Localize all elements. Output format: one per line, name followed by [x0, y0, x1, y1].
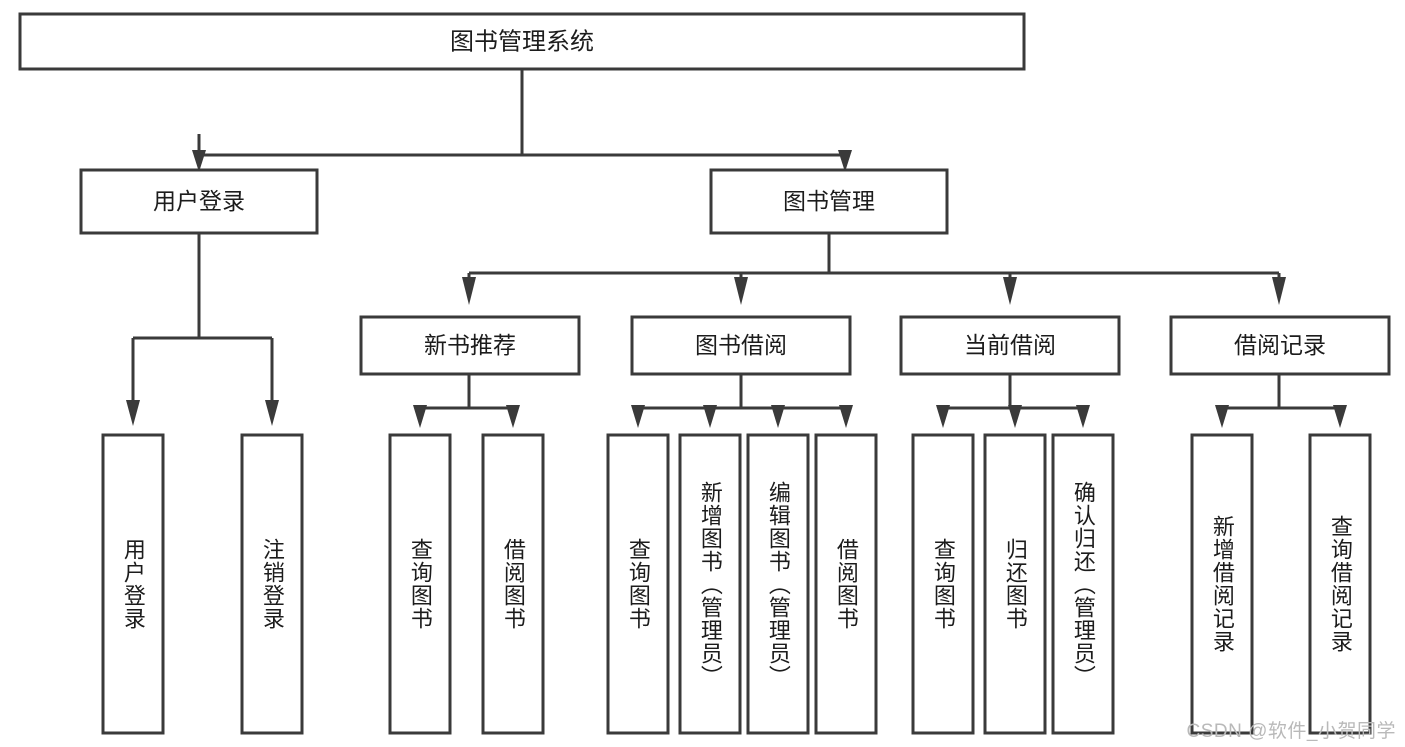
node-new-book-recommend[interactable]: 新书推荐 — [359, 315, 581, 376]
node-book-borrow-label: 图书借阅 — [695, 332, 787, 358]
node-current-borrow[interactable]: 当前借阅 — [899, 315, 1121, 376]
arrow-to-current-borrow — [1003, 273, 1017, 305]
node-leaf-borrow-book-1[interactable] — [481, 433, 545, 735]
connector-root-to-level2 — [197, 69, 847, 160]
connector-userlogin-to-leaves — [126, 233, 279, 426]
node-leaf-logout-login[interactable] — [240, 433, 304, 735]
arrow-to-book-borrow — [734, 273, 748, 305]
connector-newbook-to-leaves — [413, 374, 520, 428]
node-root-label: 图书管理系统 — [450, 28, 594, 55]
connector-borrowrecord-to-leaves — [1215, 374, 1347, 428]
connector-bookmanage-to-level3 — [469, 233, 1279, 275]
node-borrow-record-label: 借阅记录 — [1234, 332, 1326, 358]
arrow-root-to-user-login — [192, 150, 206, 172]
csdn-watermark: CSDN @软件_小贺同学 — [1186, 721, 1396, 742]
node-leaf-return-book[interactable] — [983, 433, 1047, 735]
node-leaf-query-book-2[interactable] — [606, 433, 670, 735]
node-leaf-user-login[interactable] — [101, 433, 165, 735]
node-root[interactable]: 图书管理系统 — [18, 12, 1026, 71]
node-book-manage-label: 图书管理 — [783, 188, 875, 214]
arrow-to-borrow-record — [1272, 273, 1286, 305]
node-leaf-query-book-3[interactable] — [911, 433, 975, 735]
node-borrow-record[interactable]: 借阅记录 — [1169, 315, 1391, 376]
node-leaf-add-book-admin[interactable] — [678, 433, 742, 735]
arrow-root-to-book-manage — [838, 150, 852, 172]
node-leaf-add-borrow-record[interactable] — [1190, 433, 1254, 735]
node-book-borrow[interactable]: 图书借阅 — [630, 315, 852, 376]
node-new-book-recommend-label: 新书推荐 — [424, 332, 516, 358]
node-user-login[interactable]: 用户登录 — [79, 168, 319, 235]
connector-bookborrow-to-leaves — [631, 374, 853, 428]
node-leaf-confirm-return-admin[interactable] — [1051, 433, 1115, 735]
node-user-login-label: 用户登录 — [153, 188, 245, 214]
node-leaf-query-book-1[interactable] — [388, 433, 452, 735]
node-leaf-edit-book-admin[interactable] — [746, 433, 810, 735]
node-book-manage[interactable]: 图书管理 — [709, 168, 949, 235]
connector-currentborrow-to-leaves — [936, 374, 1090, 428]
node-current-borrow-label: 当前借阅 — [964, 332, 1056, 358]
node-leaf-borrow-book-2[interactable] — [814, 433, 878, 735]
arrow-to-new-book-recommend — [462, 273, 476, 305]
node-leaf-query-borrow-record[interactable] — [1308, 433, 1372, 735]
